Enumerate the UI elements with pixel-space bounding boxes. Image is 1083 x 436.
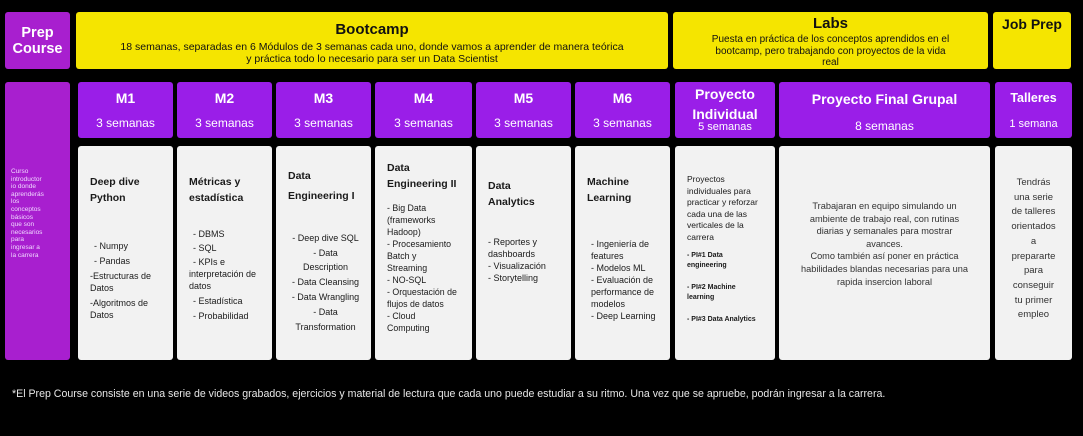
module-header-m2: M2 3 semanas (177, 82, 272, 138)
proyecto-grupal-header: Proyecto Final Grupal 8 semanas (779, 82, 990, 138)
card-items: - Numpy - Pandas -Estructuras de Datos -… (90, 241, 152, 320)
module-header-m3: M3 3 semanas (276, 82, 371, 138)
card-title: Métricas y estadística (189, 176, 244, 204)
module-header-m4: M4 3 semanas (375, 82, 472, 138)
module-card-m5: Data Analytics - Reportes y dashboards -… (476, 146, 571, 360)
bootcamp-subtitle: 18 semanas, separadas en 6 Módulos de 3 … (120, 41, 624, 65)
job-prep-title: Job Prep (1002, 16, 1062, 32)
bootcamp-header: Bootcamp 18 semanas, separadas en 6 Módu… (76, 12, 668, 69)
proyecto-grupal-card: Trabajaran en equipo simulando un ambien… (779, 146, 990, 360)
labs-header: Labs Puesta en práctica de los conceptos… (673, 12, 988, 69)
card-items: - Reportes y dashboards - Visualización … (488, 237, 546, 283)
footnote: *El Prep Course consiste en una serie de… (12, 388, 886, 400)
card-items: - Deep dive SQL - Data Description - Dat… (291, 233, 360, 332)
card-title: Data Engineering I (288, 170, 355, 202)
module-header-m1: M1 3 semanas (78, 82, 173, 138)
card-title: Data Engineering II (387, 162, 457, 190)
card-items: - DBMS - SQL - KPIs e interpretación de … (189, 229, 257, 321)
prep-course-column: Curso introductor io donde aprenderás lo… (5, 82, 70, 360)
prep-intro-text: Curso introductor io donde aprenderás lo… (11, 168, 44, 259)
card-title: Data Analytics (488, 180, 535, 208)
module-card-m3: Data Engineering I - Deep dive SQL - Dat… (276, 146, 371, 360)
module-card-m6: Machine Learning - Ingeniería de feature… (575, 146, 670, 360)
prep-title-line1: Prep (21, 25, 54, 41)
prep-title-line2: Course (12, 41, 63, 57)
card-title: Deep dive Python (90, 176, 140, 204)
prep-course-header: Prep Course (5, 12, 70, 69)
module-card-m4: Data Engineering II - Big Data (framewor… (375, 146, 472, 360)
labs-title: Labs (812, 15, 848, 32)
proyecto-individual-header: Proyecto Individual 5 semanas (675, 82, 775, 138)
job-prep-header: Job Prep (993, 12, 1071, 69)
module-card-m1: Deep dive Python - Numpy - Pandas -Estru… (78, 146, 173, 360)
card-items: - Ingeniería de features - Modelos ML - … (591, 239, 656, 321)
proyecto-individual-card: Proyectos individuales para practicar y … (675, 146, 775, 360)
module-header-m5: M5 3 semanas (476, 82, 571, 138)
talleres-card: Tendrás una serie de talleres orientados… (995, 146, 1072, 360)
pi1-label: - PI#1 Data engineering (687, 252, 727, 269)
pi3-label: - PI#3 Data Analytics (687, 316, 756, 323)
module-header-m6: M6 3 semanas (575, 82, 670, 138)
proyecto-individual-desc: Proyectos individuales para practicar y … (687, 174, 758, 242)
card-title: Machine Learning (587, 176, 632, 204)
card-items: - Big Data (frameworks Hadoop) - Procesa… (387, 203, 457, 333)
talleres-header: Talleres 1 semana (995, 82, 1072, 138)
module-card-m2: Métricas y estadística - DBMS - SQL - KP… (177, 146, 272, 360)
pi2-label: - PI#2 Machine learning (687, 284, 736, 301)
labs-subtitle: Puesta en práctica de los conceptos apre… (711, 34, 950, 68)
bootcamp-title: Bootcamp (335, 21, 409, 38)
